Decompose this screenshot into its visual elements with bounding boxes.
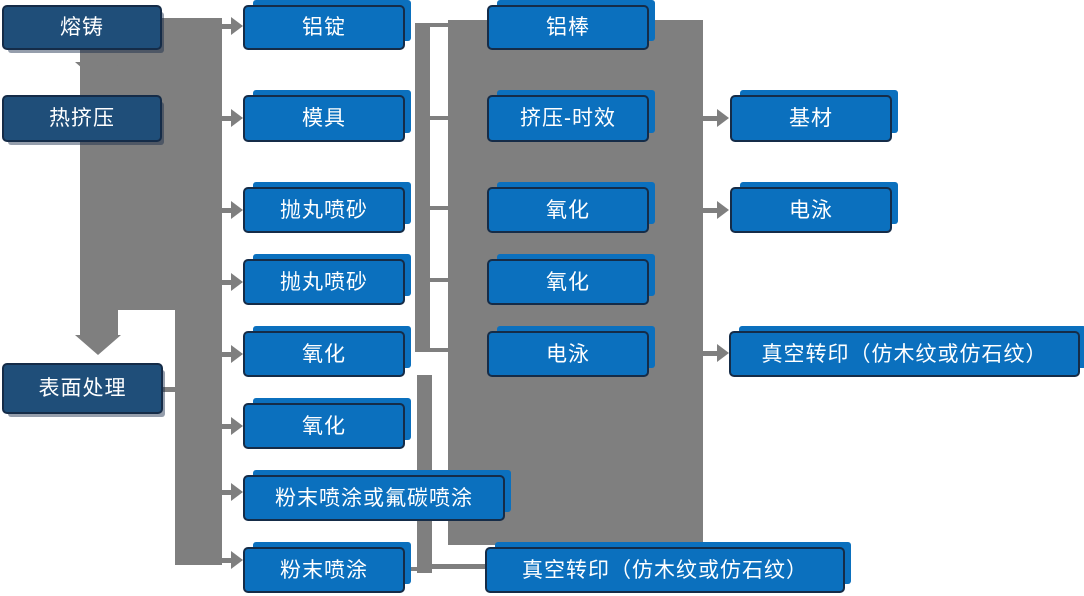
node-vacuum-transfer-print-1: 真空转印（仿木纹或仿石纹） xyxy=(485,547,845,593)
node-powder-coating: 粉末喷涂 xyxy=(243,547,405,593)
arrow-to-powder-fluorocarbon-icon xyxy=(221,483,243,501)
flow-band-left-stem xyxy=(80,310,118,335)
node-electrophoresis-2: 电泳 xyxy=(730,187,892,233)
flow-bus-mid-upper xyxy=(415,23,430,350)
node-melting-casting: 熔铸 xyxy=(2,5,162,50)
node-oxidation-3: 氧化 xyxy=(487,187,649,233)
arrow-to-shot-blasting-1-icon xyxy=(221,201,243,219)
arrow-to-base-material-icon xyxy=(702,109,729,127)
node-aluminum-ingot: 铝锭 xyxy=(243,5,405,50)
bus-tick-row1 xyxy=(415,23,460,27)
node-mold: 模具 xyxy=(243,95,405,142)
bus-tick-row4 xyxy=(415,278,460,282)
node-oxidation-1: 氧化 xyxy=(243,331,405,377)
bus-tick-bottom-in xyxy=(405,567,420,571)
node-aluminum-rod: 铝棒 xyxy=(487,5,649,50)
node-shot-blasting-sandblasting-1: 抛丸喷砂 xyxy=(243,187,405,233)
arrow-down-to-hot-extrusion-icon xyxy=(75,62,121,82)
node-oxidation-2: 氧化 xyxy=(243,403,405,449)
node-extrusion-aging: 挤压-时效 xyxy=(487,95,649,142)
bus-tick-row2 xyxy=(415,116,460,120)
arrow-to-shot-blasting-2-icon xyxy=(221,273,243,291)
arrow-down-to-surface-treatment-icon xyxy=(75,335,121,355)
node-surface-treatment: 表面处理 xyxy=(2,363,163,414)
node-hot-extrusion: 热挤压 xyxy=(2,95,162,142)
node-shot-blasting-sandblasting-2: 抛丸喷砂 xyxy=(243,259,405,305)
node-base-material: 基材 xyxy=(730,95,892,142)
node-vacuum-transfer-print-2: 真空转印（仿木纹或仿石纹） xyxy=(729,331,1080,377)
bus-tick-bottom-out xyxy=(430,564,487,569)
arrow-to-mold-icon xyxy=(221,109,243,127)
link-surface-treatment xyxy=(163,387,177,392)
bus-tick-row5 xyxy=(415,348,460,352)
flow-bus-mid-lower xyxy=(417,375,432,573)
arrow-to-aluminum-ingot-icon xyxy=(221,17,243,35)
bus-tick-row3 xyxy=(415,206,460,210)
arrow-to-oxidation-2-icon xyxy=(221,417,243,435)
node-oxidation-4: 氧化 xyxy=(487,259,649,305)
node-electrophoresis-1: 电泳 xyxy=(487,331,649,377)
arrow-to-oxidation-1-icon xyxy=(221,345,243,363)
arrow-to-vacuum-transfer-icon xyxy=(702,344,729,362)
node-powder-or-fluorocarbon-coating: 粉末喷涂或氟碳喷涂 xyxy=(243,475,505,521)
arrow-to-powder-coating-icon xyxy=(221,551,243,569)
arrow-to-electrophoresis-icon xyxy=(702,201,729,219)
flow-band-left-lower xyxy=(175,310,222,565)
